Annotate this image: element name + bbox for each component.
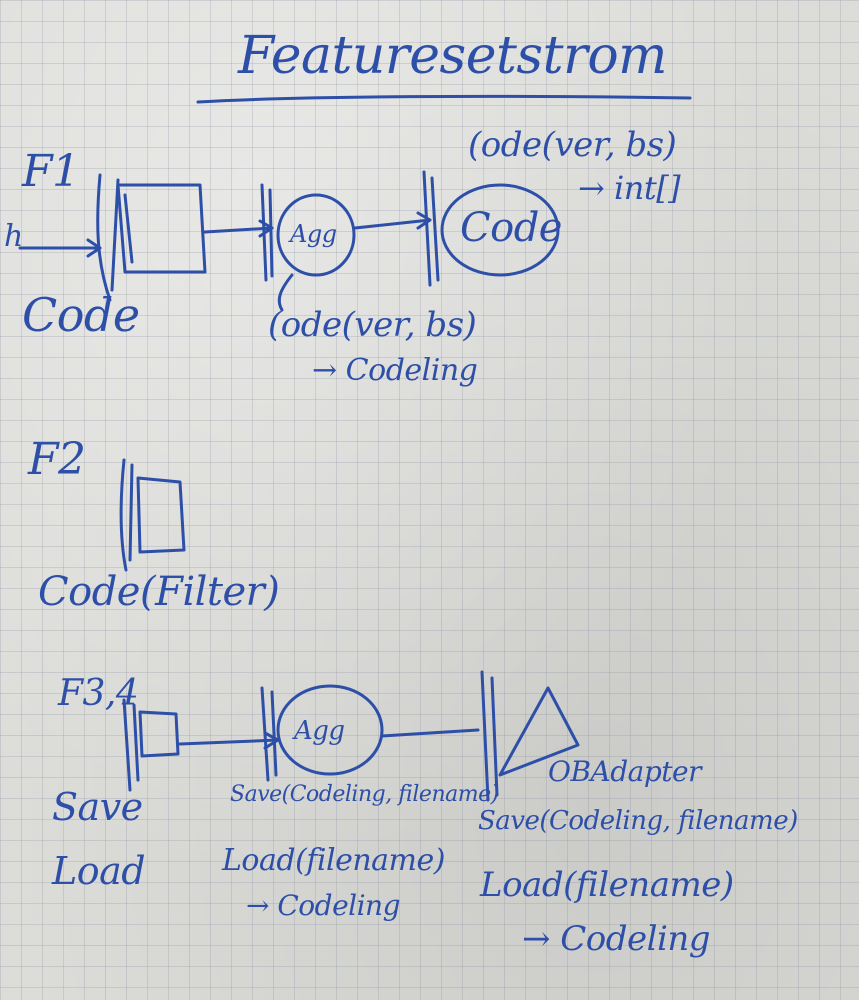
- f1-agg-node: [276, 193, 356, 277]
- title-underline: [196, 94, 692, 104]
- f1-source-bracket: [96, 173, 120, 302]
- f2-caption: Code(Filter): [38, 569, 280, 615]
- f3-right-load: Load(filename): [480, 865, 734, 905]
- f3-caption-save: Save: [52, 785, 143, 829]
- f2-box: [136, 476, 186, 554]
- f1-signature-bottom-2: → Codeling: [312, 353, 478, 388]
- f3-mid-result: → Codeling: [246, 889, 401, 922]
- f2-bracket: [119, 458, 134, 572]
- f1-code-bars: [422, 170, 440, 287]
- f3-right-save: Save(Codeling, filename): [478, 806, 798, 836]
- f2-label: F2: [28, 434, 86, 485]
- f1-agg-bars: [260, 183, 274, 282]
- f3-agg-bars: [260, 686, 278, 782]
- f3-mid-save: Save(Codeling, filename): [230, 782, 499, 807]
- f3-agg-label: Agg: [294, 716, 345, 746]
- f1-arrow-to-code: [353, 211, 432, 230]
- f1-input-arrow: [18, 238, 102, 258]
- f3-right-result: → Codeling: [522, 919, 711, 959]
- f3-arrow-to-agg: [178, 731, 280, 750]
- f3-adapter-bars: [480, 670, 499, 802]
- f1-input-label: h: [4, 219, 23, 254]
- f3-adapter-label: OBAdapter: [548, 755, 702, 788]
- f3-label: F3,4: [58, 673, 139, 714]
- f1-label: F1: [22, 146, 80, 197]
- f3-agg-node: [276, 684, 384, 776]
- f1-signature-bottom-1: (ode(ver, bs): [268, 305, 477, 345]
- f1-caption: Code: [22, 288, 140, 342]
- f1-signature-top-1: (ode(ver, bs): [468, 125, 677, 165]
- f3-mid-load: Load(filename): [222, 843, 445, 878]
- f3-link-line: [380, 728, 480, 738]
- page-title: Featuresetstrom: [238, 26, 667, 86]
- f1-code-node: [440, 183, 560, 277]
- f3-adapter-triangle: [498, 686, 580, 777]
- f1-signature-top-2: → int[]: [578, 169, 681, 207]
- f3-caption-load: Load: [52, 849, 146, 893]
- f1-source-box: [116, 183, 207, 274]
- f1-code-label: Code: [460, 205, 562, 251]
- f1-arrow-to-agg: [203, 219, 274, 238]
- f3-source-bars: [122, 698, 140, 792]
- f1-agg-label: Agg: [290, 220, 337, 248]
- f1-connector: [277, 273, 294, 312]
- f3-source-box: [138, 710, 180, 758]
